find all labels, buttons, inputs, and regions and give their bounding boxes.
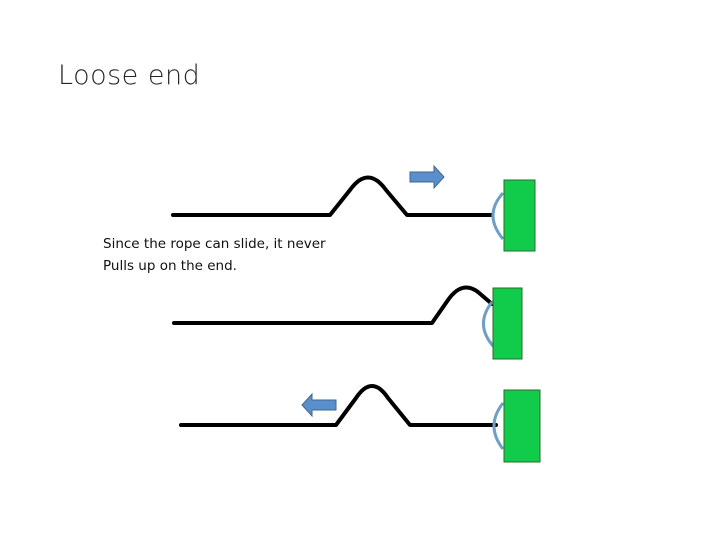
caption-text: Since the rope can slide, it never Pulls… <box>103 233 326 277</box>
rope-row-1 <box>171 164 536 252</box>
post-3 <box>503 389 541 463</box>
post-1 <box>503 179 536 252</box>
arrow-left-icon <box>301 392 337 418</box>
caption-line-1: Since the rope can slide, it never <box>103 236 326 252</box>
caption-line-2: Pulls up on the end. <box>103 258 237 274</box>
slide-title: Loose end <box>58 60 201 91</box>
rope-row-3 <box>179 384 541 463</box>
ring-3 <box>492 402 505 450</box>
rope-3 <box>179 384 498 427</box>
post-2 <box>492 287 523 360</box>
ring-1 <box>491 191 505 240</box>
rope-row-2 <box>172 285 523 360</box>
ring-2 <box>482 301 496 349</box>
rope-2 <box>172 285 494 325</box>
rope-1 <box>171 175 494 217</box>
arrow-right-icon <box>409 164 445 190</box>
